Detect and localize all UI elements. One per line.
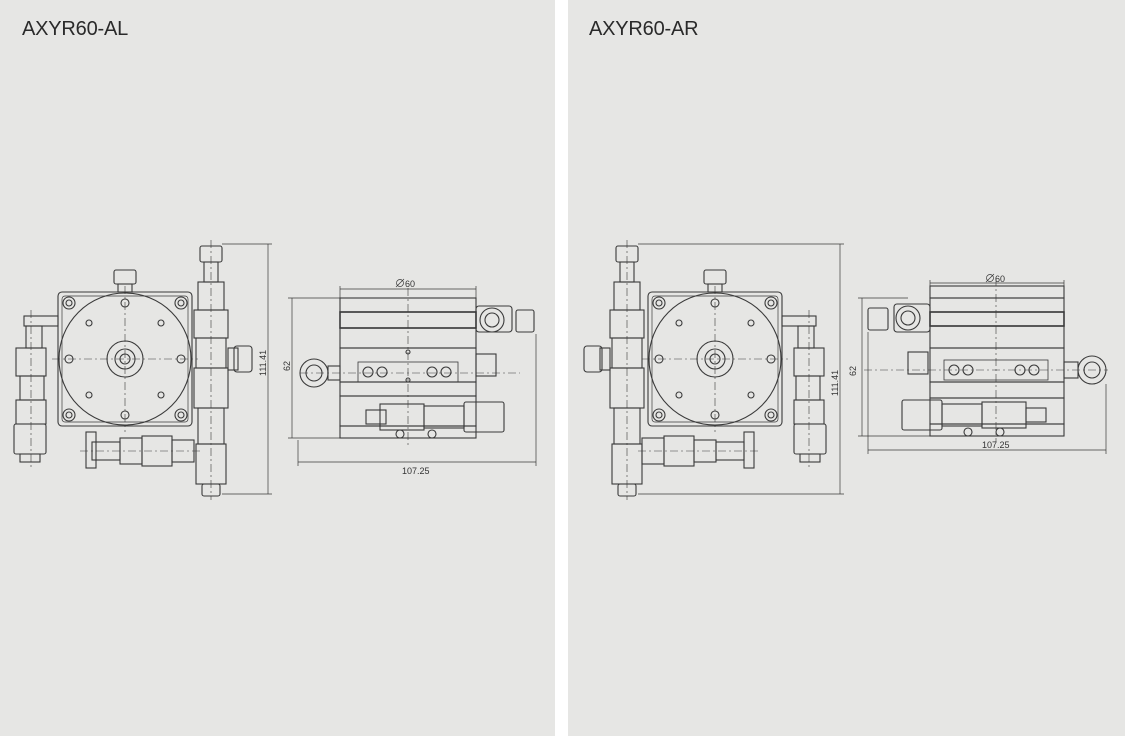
drawing-panel-ar: AXYR60-AR — [568, 0, 1125, 736]
drawing-panel-al: AXYR60-AL — [0, 0, 555, 736]
model-title: AXYR60-AR — [589, 18, 699, 40]
height-label: 111.41 — [258, 350, 268, 376]
width-label: 107.25 — [982, 440, 1010, 450]
model-title: AXYR60-AL — [22, 18, 129, 40]
side-height-dimension — [288, 297, 340, 439]
diameter-label: 60 — [995, 274, 1005, 284]
diameter-dimension — [339, 278, 477, 298]
top-view — [583, 240, 827, 500]
technical-drawing: 111.41 — [583, 240, 1108, 500]
side-view — [299, 288, 535, 446]
diameter-dimension — [929, 273, 1065, 286]
width-dimension — [297, 334, 537, 466]
side-height-label: 62 — [282, 361, 292, 371]
top-view — [13, 240, 253, 500]
diameter-label: 60 — [405, 279, 415, 289]
side-view — [864, 278, 1108, 442]
width-dimension — [867, 332, 1107, 454]
height-label: 111.41 — [830, 370, 840, 396]
side-height-label: 62 — [848, 366, 858, 376]
height-dimension — [638, 243, 844, 495]
technical-drawing: 111.41 — [13, 240, 537, 500]
width-label: 107.25 — [402, 466, 430, 476]
side-height-dimension — [858, 297, 930, 437]
height-dimension — [222, 243, 272, 495]
